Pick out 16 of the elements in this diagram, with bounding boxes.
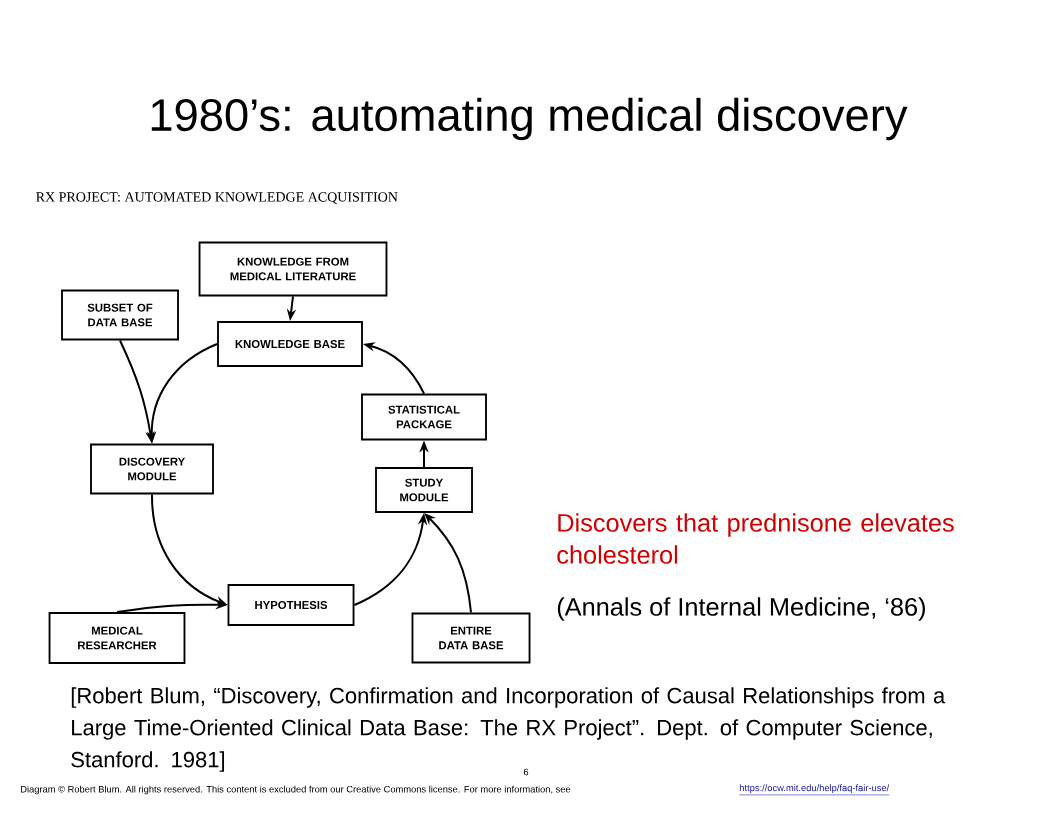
- process-box: MEDICAL RESEARCHER: [48, 612, 186, 664]
- process-box: HYPOTHESIS: [227, 584, 355, 626]
- highlight-text: Discovers that prednisone elevates cholesterol: [557, 513, 954, 564]
- figure-heading: RX PROJECT: AUTOMATED KNOWLEDGE ACQUISITION: [36, 192, 398, 204]
- page-number: 6: [523, 768, 529, 776]
- process-box: DISCOVERY MODULE: [90, 443, 214, 495]
- slide-title: 1980’s: automating medical discovery: [151, 97, 908, 141]
- process-box: ENTIRE DATA BASE: [411, 612, 531, 664]
- process-box: SUBSET OF DATA BASE: [61, 289, 179, 341]
- process-box: KNOWLEDGE BASE: [217, 321, 363, 367]
- process-box: KNOWLEDGE FROM MEDICAL LITERATURE: [198, 241, 388, 297]
- reference-text: (Annals of Internal Medicine, ‘86): [557, 597, 925, 621]
- process-box: STATISTICAL PACKAGE: [361, 393, 487, 441]
- process-box: STUDY MODULE: [375, 467, 473, 513]
- link: https://ocw.mit.edu/help/faq-fair-use/: [739, 784, 890, 796]
- footer-note: Diagram © Robert Blum. All rights reserved. This content is excluded from our Creative Commons license. For more information, see: [21, 785, 571, 795]
